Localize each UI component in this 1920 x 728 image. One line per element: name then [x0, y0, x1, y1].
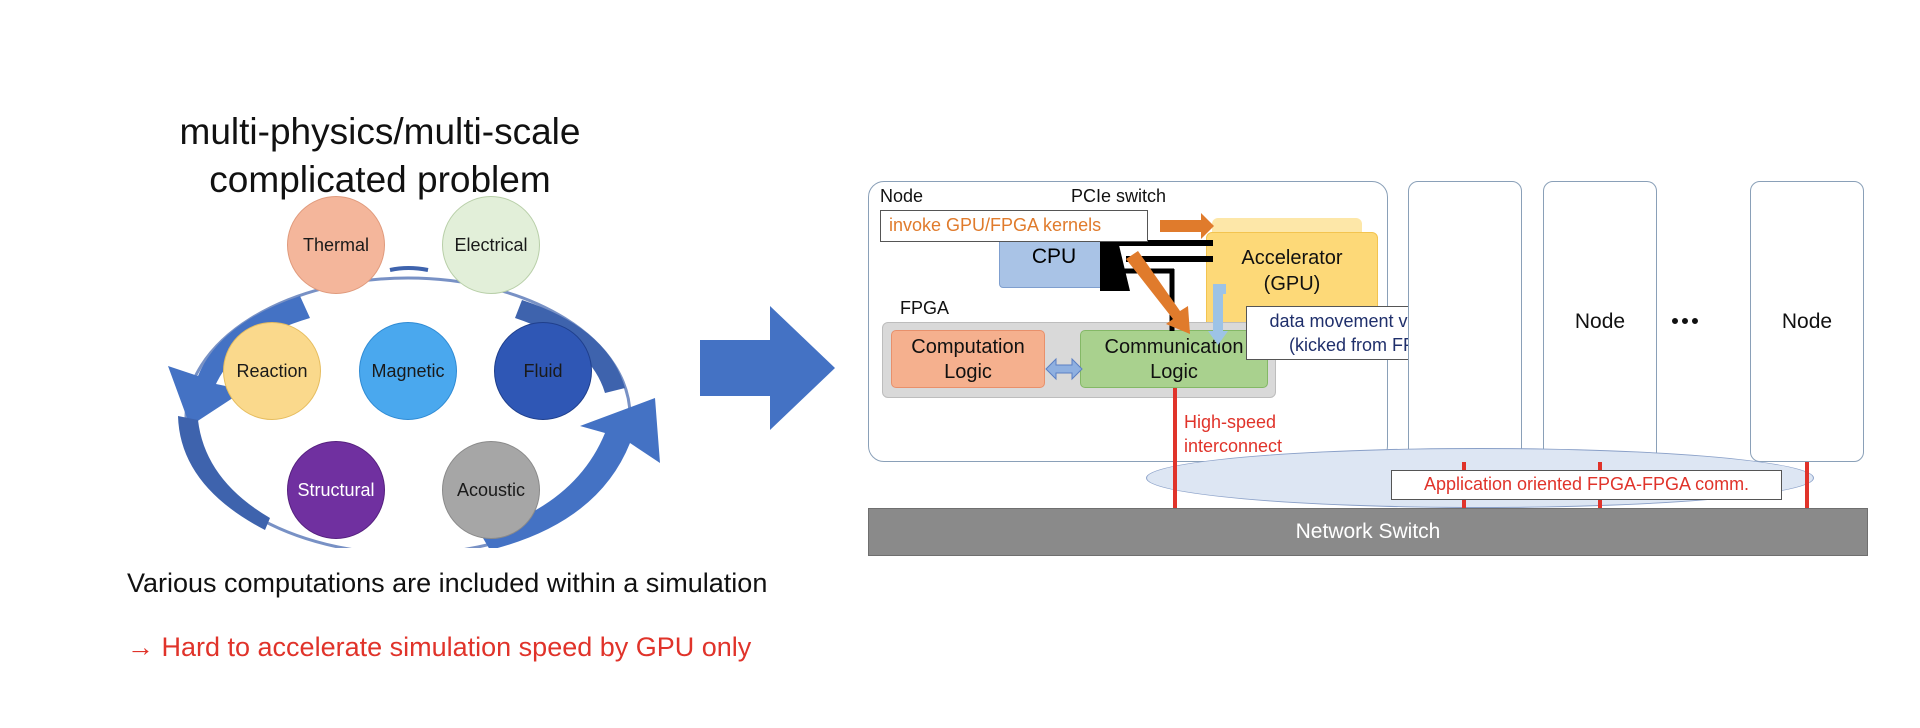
electrical-label: Electrical	[454, 234, 528, 255]
accelerator-label-1: Accelerator	[1241, 247, 1343, 269]
computation-logic-box: Computation Logic	[891, 330, 1045, 388]
acoustic-circle: Acoustic	[442, 441, 540, 539]
accelerator-label-2: (GPU)	[1263, 273, 1321, 295]
communication-logic-box: Communication Logic	[1080, 330, 1268, 388]
pcie-switch-block	[1100, 241, 1130, 291]
electrical-circle: Electrical	[442, 196, 540, 294]
interconnect-line-4	[1805, 462, 1809, 508]
node-3-label: Node	[1574, 309, 1626, 333]
transition-arrow-icon	[700, 306, 835, 430]
structural-label: Structural	[297, 479, 375, 500]
ellipsis-dots	[1672, 318, 1698, 330]
communication-label-1: Communication	[1104, 336, 1244, 358]
acoustic-label: Acoustic	[456, 479, 526, 500]
pcie-switch-label: PCIe switch	[1071, 186, 1167, 206]
high-speed-label-1: High-speed	[1184, 412, 1277, 432]
node-label: Node	[880, 186, 924, 206]
high-speed-interconnect-label: High-speed interconnect	[1184, 410, 1282, 458]
node-connectors	[1045, 213, 1228, 381]
title-line-1: multi-physics/multi-scale	[179, 111, 581, 152]
node-box-4: Node	[1750, 181, 1864, 462]
invoke-arrow-icon	[1160, 213, 1214, 239]
fluid-circle: Fluid	[494, 322, 592, 420]
network-switch-bar: Network Switch	[868, 508, 1868, 556]
computation-label-1: Computation	[911, 336, 1025, 358]
node-box-2	[1408, 181, 1522, 462]
fluid-label: Fluid	[523, 360, 563, 381]
communication-label-2: Logic	[1150, 361, 1198, 383]
computation-label-2: Logic	[944, 361, 992, 383]
cpu-label: CPU	[1031, 245, 1077, 268]
title-line-2: complicated problem	[209, 159, 551, 200]
logic-bidirectional-arrow-icon	[1045, 357, 1083, 381]
description-text: Various computations are included within…	[127, 568, 768, 598]
diagram-title: multi-physics/multi-scale complicated pr…	[160, 108, 600, 204]
structural-circle: Structural	[287, 441, 385, 539]
data-movement-arrow-icon	[1208, 331, 1228, 345]
magnetic-label: Magnetic	[371, 360, 445, 381]
invoke-kernels-callout: invoke GPU/FPGA kernels	[880, 210, 1148, 242]
reaction-label: Reaction	[236, 360, 308, 381]
fpga-label: FPGA	[900, 298, 950, 318]
invoke-fpga-arrow-icon	[1126, 251, 1190, 334]
node-4-label: Node	[1781, 309, 1833, 333]
description-conclusion: → Hard to accelerate simulation speed by…	[127, 632, 752, 662]
thermal-circle: Thermal	[287, 196, 385, 294]
reaction-circle: Reaction	[223, 322, 321, 420]
magnetic-circle: Magnetic	[359, 322, 457, 420]
network-switch-label: Network Switch	[1295, 520, 1441, 543]
node-box-3: Node	[1543, 181, 1657, 462]
thermal-label: Thermal	[302, 234, 369, 255]
high-speed-label-2: interconnect	[1184, 436, 1283, 456]
interconnect-line-1	[1173, 388, 1177, 508]
app-fpga-comm-callout: Application oriented FPGA-FPGA comm.	[1391, 470, 1782, 500]
data-movement-label-2: (kicked from FPGA)	[1288, 335, 1448, 355]
